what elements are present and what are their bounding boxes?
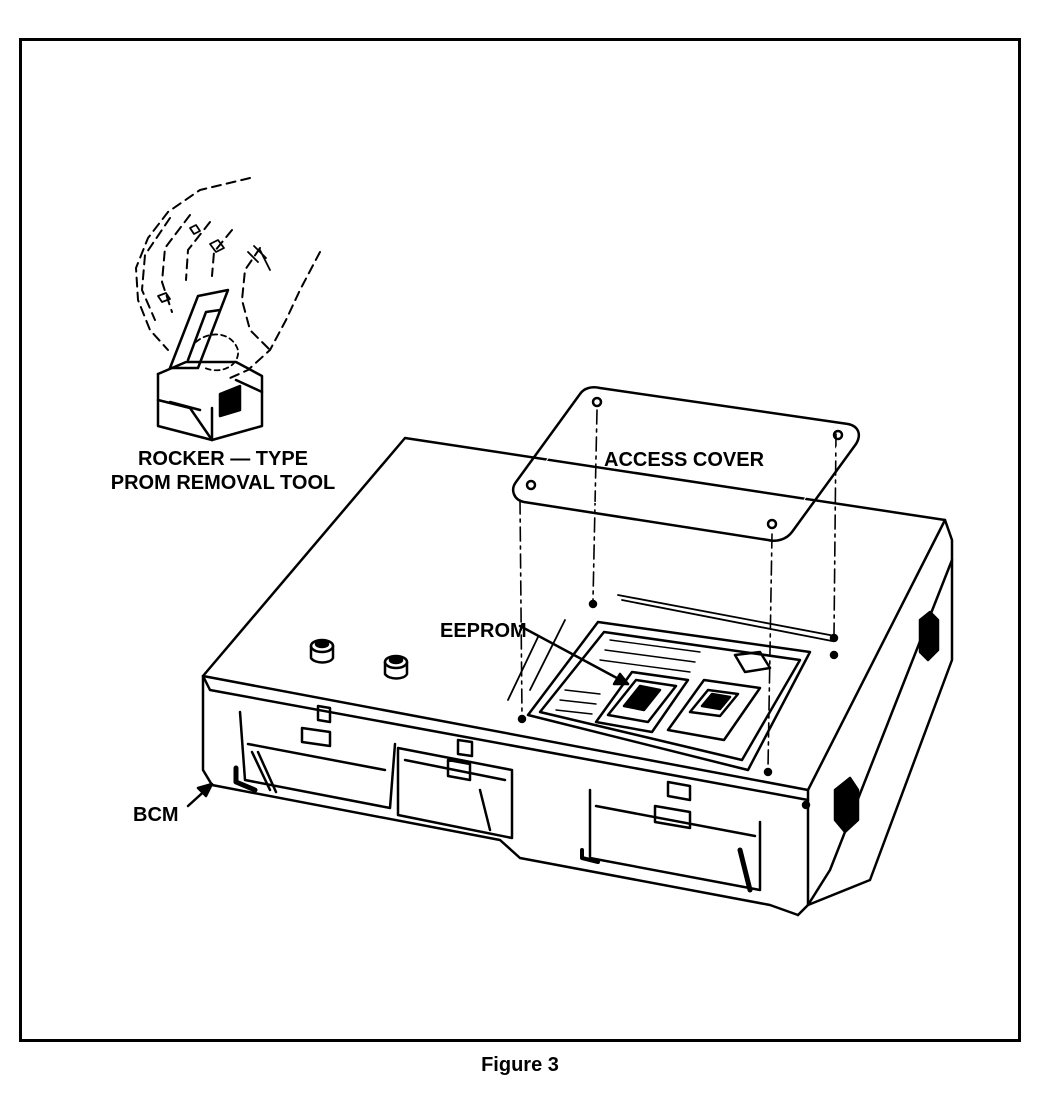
- access-cover-label: ACCESS COVER: [604, 449, 765, 471]
- eeprom-leader: [518, 624, 630, 686]
- access-cover: [512, 386, 860, 542]
- rocker-tool-label-line1: ROCKER — TYPE: [137, 448, 309, 470]
- rocker-tool-label: ROCKER — TYPE PROM REMOVAL TOOL: [108, 447, 338, 495]
- front-connector-middle: [396, 738, 514, 840]
- bcm-housing: [201, 436, 954, 917]
- screw-holes-body: [517, 599, 839, 810]
- alignment-lines: [519, 409, 837, 769]
- eeprom-label: EEPROM: [440, 620, 527, 642]
- side-tab-top: [918, 610, 940, 662]
- second-chip: [666, 678, 762, 742]
- front-connector-right: [580, 780, 762, 893]
- bcm-label: BCM: [133, 804, 179, 826]
- small-component: [733, 650, 772, 674]
- hand-details: [157, 224, 271, 372]
- figure-frame: [19, 38, 1021, 1042]
- hand-outline: [135, 177, 321, 379]
- knob-right: [383, 654, 409, 680]
- knob-left: [309, 638, 335, 664]
- bcm-leader: [186, 782, 214, 808]
- figure-caption: Figure 3: [481, 1054, 559, 1076]
- eeprom-chip: [594, 670, 690, 734]
- side-tab-bottom: [833, 776, 860, 834]
- rocker-tool-label-line2: PROM REMOVAL TOOL: [110, 472, 336, 494]
- front-connector-left: [233, 704, 397, 810]
- rocker-tool: [156, 288, 264, 442]
